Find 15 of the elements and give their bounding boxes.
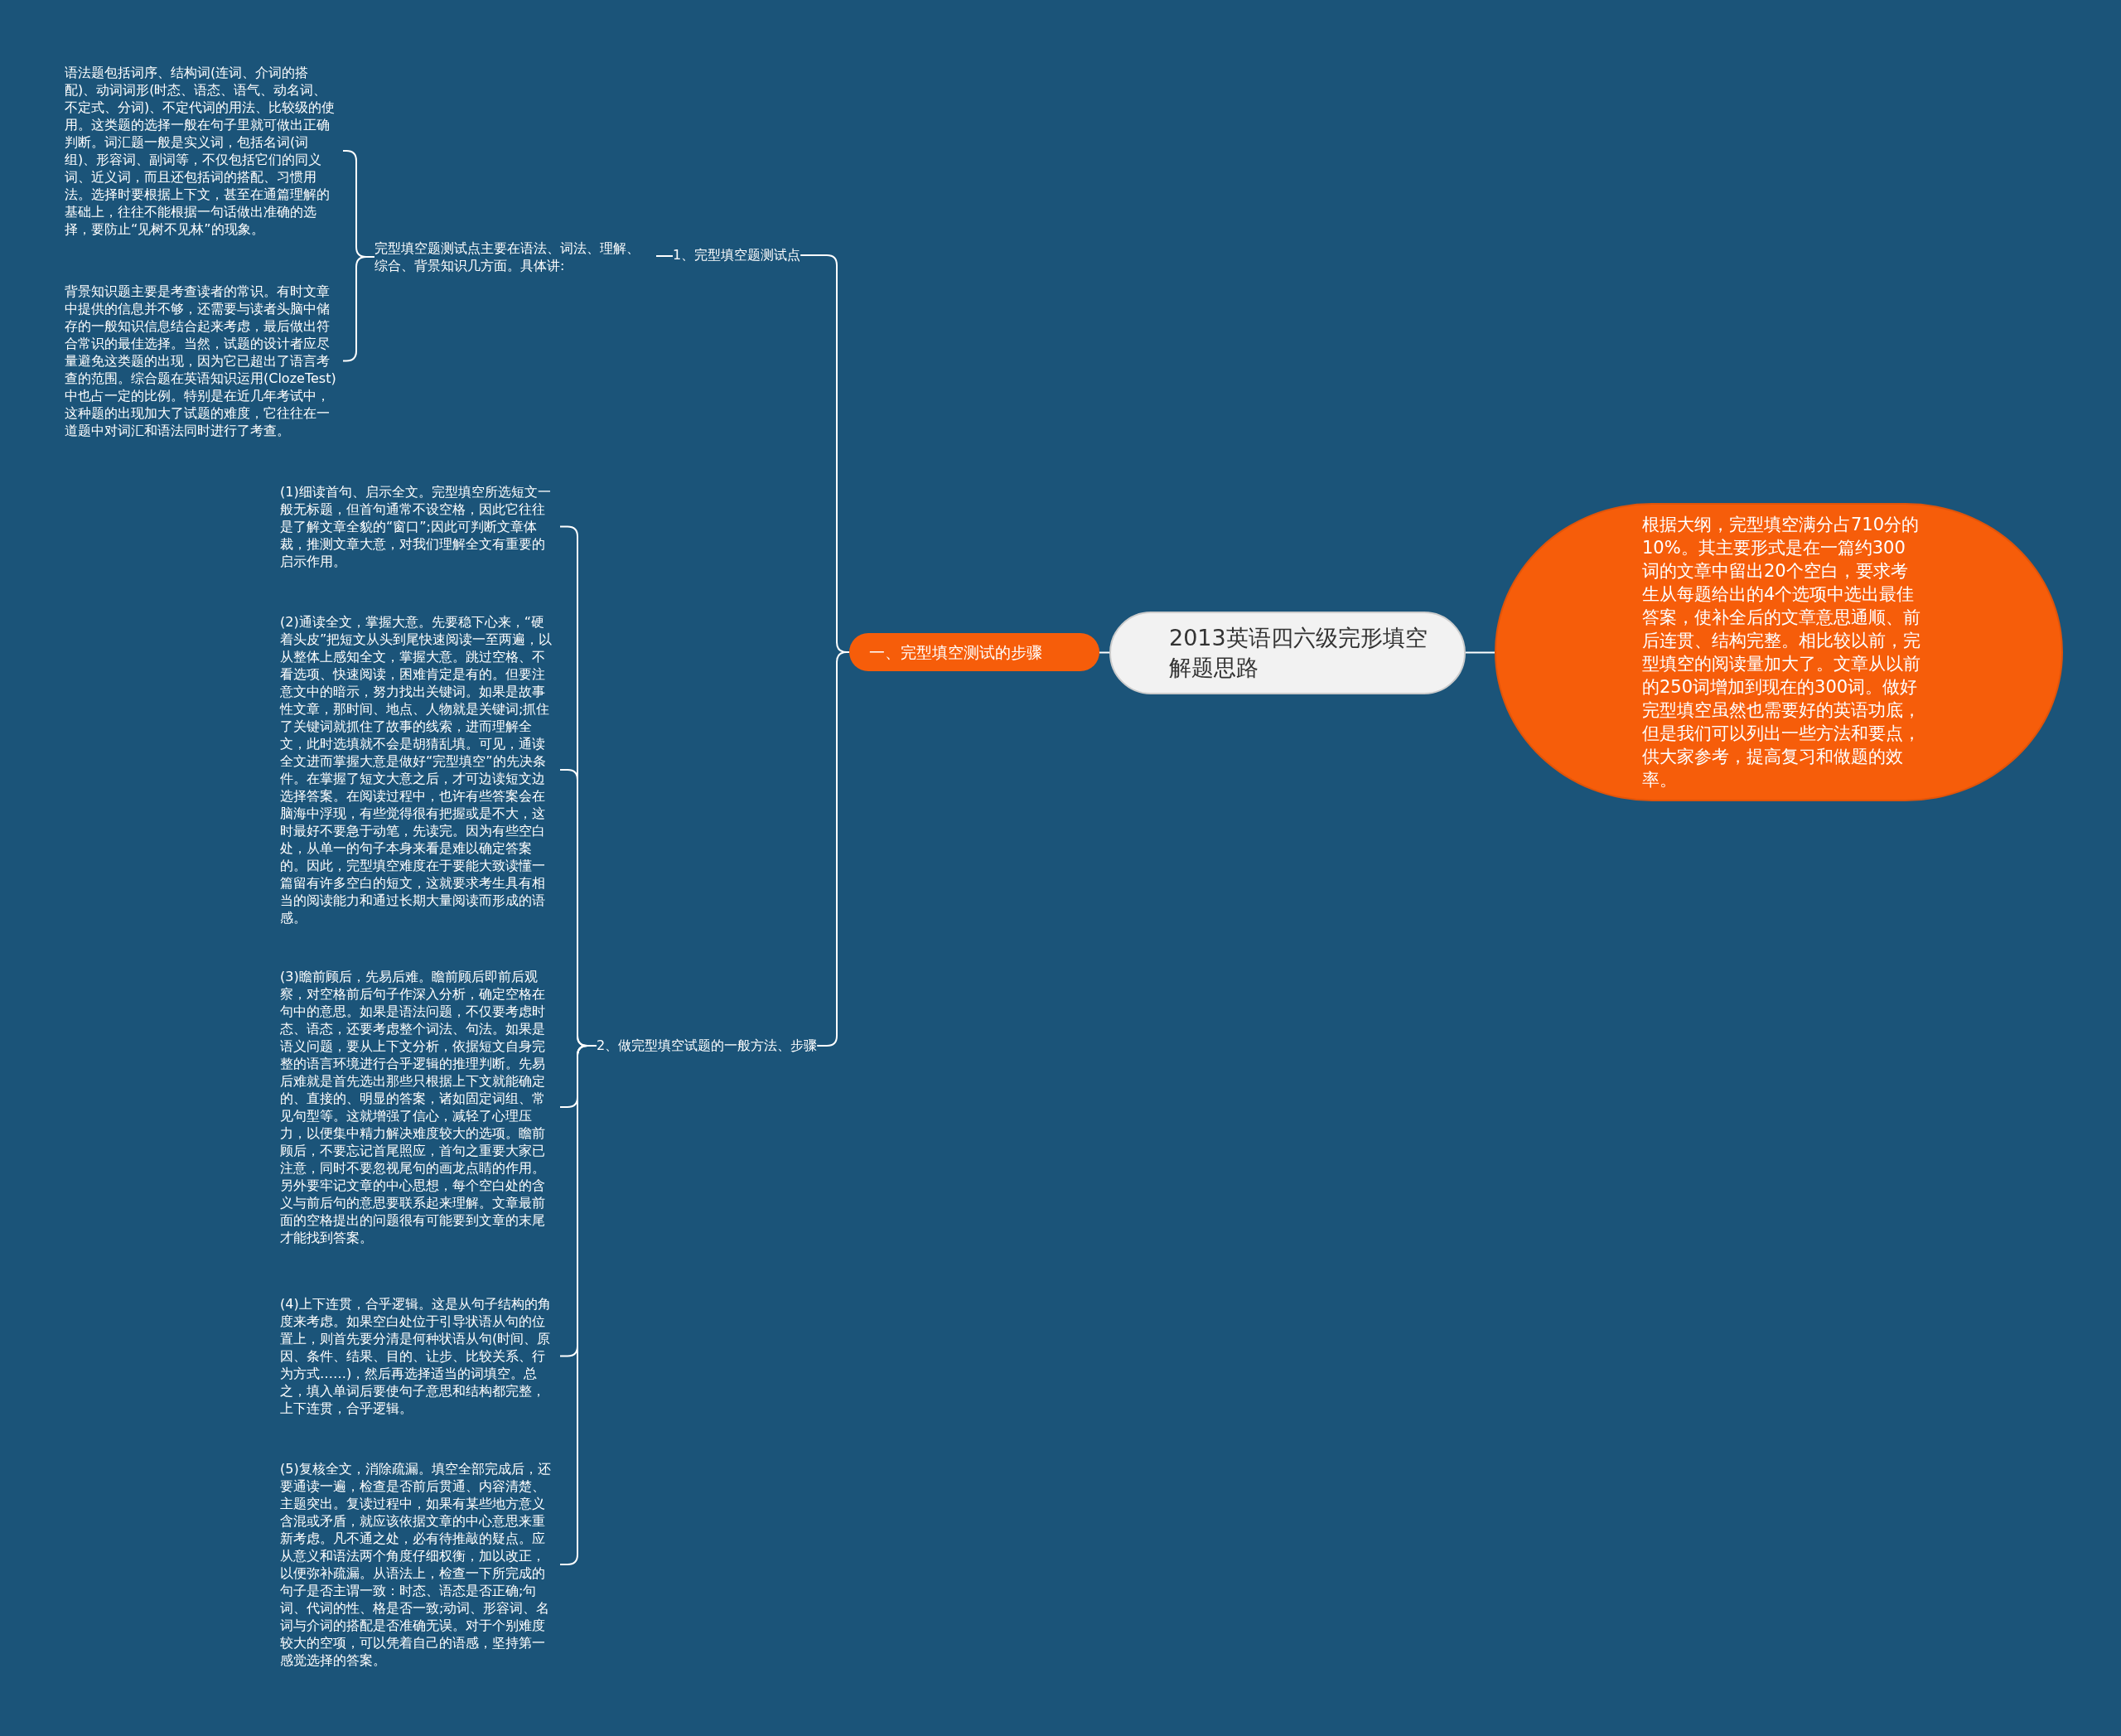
paragraph-text: 背景知识题主要是考查读者的常识。有时文章中提供的信息并不够，还需要与读者头脑中储存的一般知识信息结合起来考虑，最后做出符合常识的最佳选择。当然，试题的设计者应尽量避免这类题的出现，因为它已超出了语言考查的范围。综合题在英语知识运用(ClozeTest)中也占一定的比例。特别是在近几年考试中，这种题的出现加大了试题的难度，它往往在一道题中对词汇和语法同时进行了考查。 xyxy=(65,283,343,439)
connector-line xyxy=(1465,651,1495,654)
subtopic-label: 1、完型填空题测试点 xyxy=(673,246,801,264)
topic-pill: 2013英语四六级完形填空解题思路 xyxy=(1109,612,1466,694)
paragraph-text: 完型填空题测试点主要在语法、词法、理解、综合、背景知识几方面。具体讲: xyxy=(374,239,656,274)
connector-line xyxy=(655,255,674,257)
subtopic-label: 2、做完型填空试题的一般方法、步骤 xyxy=(597,1037,818,1055)
paragraph-text: (2)通读全文，掌握大意。先要稳下心来，“硬着头皮”把短文从头到尾快速阅读一至两遍，以从整体上感知全文，掌握大意。跳过空格、不看选项、快速阅读，困难肯定是有的。但要注意文中的暗示，努力找出关键词。如果是故事性文章，那时间、地点、人物就是关键词;抓住了关键词就抓住了故事的线索，进而理解全文，此时选填就不会是胡猜乱填。可见，通读全文进而掌握大意是做好“完型填空”的先决条件。在掌握了短文大意之后，才可边读短文边选择答案。在阅读过程中，也许有些答案会在脑海中浮现，有些觉得很有把握或是不大，这时最好不要急于动笔，先读完。因为有些空白处，从单一的句子本身来看是难以确定答案的。因此，完型填空难度在于要能大致读懂一篇留有许多空白的短文，这就要求考生具有相当的阅读能力和通过长期大量阅读而形成的语感。 xyxy=(280,613,560,926)
branch-pill: 一、完型填空测试的步骤 xyxy=(849,633,1099,671)
paragraph-text: (3)瞻前顾后，先易后难。瞻前顾后即前后观察，对空格前后句子作深入分析，确定空格在句中的意思。如果是语法问题，不仅要考虑时态、语态，还要考虑整个词法、句法。如果是语义问题，要从上下文分析，依据短文自身完整的语言环境进行合乎逻辑的推理判断。先易后难就是首先选出那些只根据上下文就能确定的、直接的、明显的答案，诸如固定词组、常见句型等。这就增强了信心，减轻了心理压力，以便集中精力解决难度较大的选项。瞻前顾后，不要忘记首尾照应，首句之重要大家已注意，同时不要忽视尾句的画龙点睛的作用。另外要牢记文章的中心思想，每个空白处的含义与前后句的意思要联系起来理解。文章最前面的空格提出的问题很有可能要到文章的末尾才能找到答案。 xyxy=(280,968,560,1246)
paragraph-text: 语法题包括词序、结构词(连词、介词的搭配)、动词词形(时态、语态、语气、动名词、不定式、分词)、不定代词的用法、比较级的使用。这类题的选择一般在句子里就可做出正确判断。词汇题一般是实义词，包括名词(词组)、形容词、副词等，不仅包括它们的同义词、近义词，而且还包括词的搭配、习惯用法。选择时要根据上下文，甚至在通篇理解的基础上，往往不能根据一句话做出准确的选择，要防止“见树不见林”的现象。 xyxy=(65,64,343,238)
paragraph-text: (1)细读首句、启示全文。完型填空所选短文一般无标题，但首句通常不设空格，因此它往往是了解文章全貌的“窗口”;因此可判断文章体裁，推测文章大意，对我们理解全文有重要的启示作用。 xyxy=(280,483,560,570)
paragraph-text: (4)上下连贯，合乎逻辑。这是从句子结构的角度来考虑。如果空白处位于引导状语从句的位置上，则首先要分清是何种状语从句(时间、原因、条件、结果、目的、让步、比较关系、行为方式……)，然后再选择适当的词填空。总之，填入单词后要使句子意思和结构都完整，上下连贯，合乎逻辑。 xyxy=(280,1295,560,1417)
connector-line xyxy=(1099,651,1110,654)
paragraph-text: (5)复核全文，消除疏漏。填空全部完成后，还要通读一遍，检查是否前后贯通、内容清楚、主题突出。复读过程中，如果有某些地方意义含混或矛盾，就应该依据文章的中心意思来重新考虑。凡不通之处，必有待推敲的疑点。应从意义和语法两个角度仔细权衡，加以改正，以便弥补疏漏。从语法上，检查一下所完成的句子是否主谓一致：时态、语态是否正确;句词、代词的性、格是否一致;动词、形容词、名词与介词的搭配是否准确无误。对于个别难度较大的空项，可以凭着自己的语感，坚持第一感觉选择的答案。 xyxy=(280,1460,560,1669)
